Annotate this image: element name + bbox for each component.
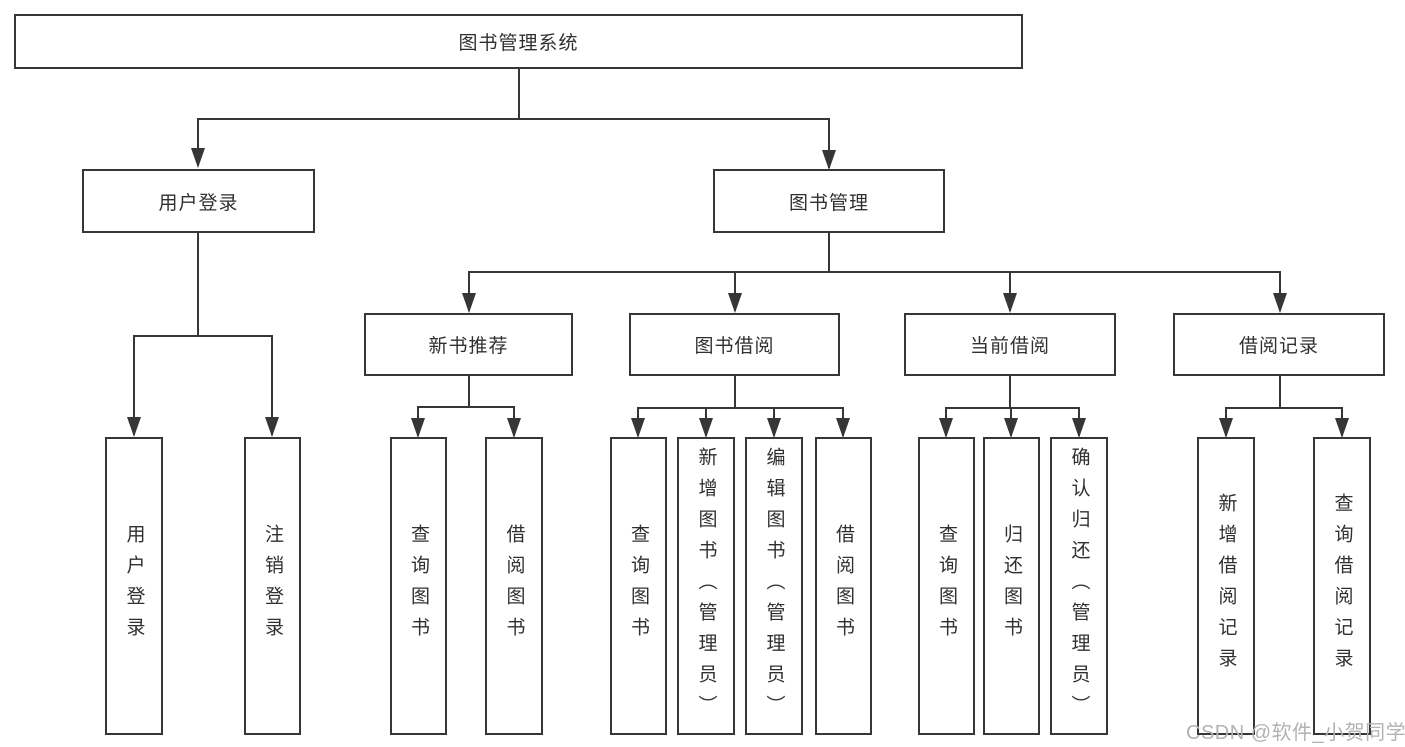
leaf-confirm-return-admin-label: 确认归还（管理员） <box>1068 446 1090 726</box>
node-current-borrow-label: 当前借阅 <box>969 336 1050 357</box>
leaf-query-borrow-record-label: 查询借阅记录 <box>1331 493 1353 679</box>
leaf-query-borrow-record: 查询借阅记录 <box>1313 437 1371 735</box>
leaf-add-borrow-record: 新增借阅记录 <box>1197 437 1255 735</box>
csdn-watermark: CSDN @软件_小贺同学 <box>1186 722 1405 744</box>
arrowhead <box>507 418 521 438</box>
leaf-confirm-return-admin: 确认归还（管理员） <box>1050 437 1108 735</box>
arrowhead <box>1072 418 1086 438</box>
leaf-logout-label: 注销登录 <box>262 524 283 648</box>
leaf-add-books-admin-label: 新增图书（管理员） <box>695 446 717 726</box>
leaf-query-books-current: 查询图书 <box>918 437 975 735</box>
arrowhead <box>728 293 742 313</box>
arrowhead <box>822 150 836 170</box>
leaf-query-books-borrow: 查询图书 <box>610 437 667 735</box>
leaf-query-books-borrow-label: 查询图书 <box>628 524 649 648</box>
node-root-label: 图书管理系统 <box>458 33 579 54</box>
leaf-user-login: 用户登录 <box>105 437 163 735</box>
leaf-return-books-label: 归还图书 <box>1001 524 1022 648</box>
arrowhead <box>127 417 141 437</box>
node-book-mgmt: 图书管理 <box>713 169 945 233</box>
arrowhead <box>265 417 279 437</box>
edge-level2-rail <box>197 118 830 168</box>
arrowhead <box>836 418 850 438</box>
arrowhead <box>191 148 205 168</box>
arrowhead <box>631 418 645 438</box>
leaf-edit-books-admin: 编辑图书（管理员） <box>745 437 803 735</box>
node-borrow-records-label: 借阅记录 <box>1238 336 1319 357</box>
node-borrow-records: 借阅记录 <box>1173 313 1385 376</box>
leaf-query-books-rec-label: 查询图书 <box>408 524 429 648</box>
arrowhead <box>939 418 953 438</box>
leaf-borrow-books: 借阅图书 <box>815 437 872 735</box>
arrowhead <box>1273 293 1287 313</box>
arrowhead <box>1219 418 1233 438</box>
leaf-add-books-admin: 新增图书（管理员） <box>677 437 735 735</box>
node-book-mgmt-label: 图书管理 <box>788 192 869 214</box>
node-new-book-rec-label: 新书推荐 <box>428 336 509 357</box>
arrowhead <box>1004 418 1018 438</box>
node-user-login: 用户登录 <box>82 169 315 233</box>
arrowhead <box>1335 418 1349 438</box>
leaf-query-books-rec: 查询图书 <box>390 437 447 735</box>
leaf-user-login-label: 用户登录 <box>123 524 145 648</box>
node-new-book-rec: 新书推荐 <box>364 313 573 376</box>
leaf-logout: 注销登录 <box>244 437 301 735</box>
leaf-edit-books-admin-label: 编辑图书（管理员） <box>763 446 785 726</box>
leaf-borrow-books-rec-label: 借阅图书 <box>503 524 525 648</box>
leaf-query-books-current-label: 查询图书 <box>936 524 957 648</box>
edge-book-borrow-children <box>637 376 844 436</box>
node-root: 图书管理系统 <box>14 14 1023 69</box>
node-current-borrow: 当前借阅 <box>904 313 1116 376</box>
leaf-borrow-books-label: 借阅图书 <box>833 524 854 648</box>
edge-new-book-rec-children <box>417 376 515 436</box>
leaf-return-books: 归还图书 <box>983 437 1040 735</box>
arrowhead <box>767 418 781 438</box>
node-user-login-label: 用户登录 <box>158 192 239 214</box>
leaf-borrow-books-rec: 借阅图书 <box>485 437 543 735</box>
node-book-borrow-label: 图书借阅 <box>694 336 775 357</box>
edge-borrow-records-children <box>1225 376 1343 436</box>
arrowhead <box>462 293 476 313</box>
arrowheads <box>127 148 1349 438</box>
leaf-add-borrow-record-label: 新增借阅记录 <box>1215 493 1237 679</box>
edge-user-login-children <box>133 232 273 435</box>
arrowhead <box>699 418 713 438</box>
arrowhead <box>411 418 425 438</box>
arrowhead <box>1003 293 1017 313</box>
edge-level3-rail <box>468 271 1281 311</box>
node-book-borrow: 图书借阅 <box>629 313 840 376</box>
